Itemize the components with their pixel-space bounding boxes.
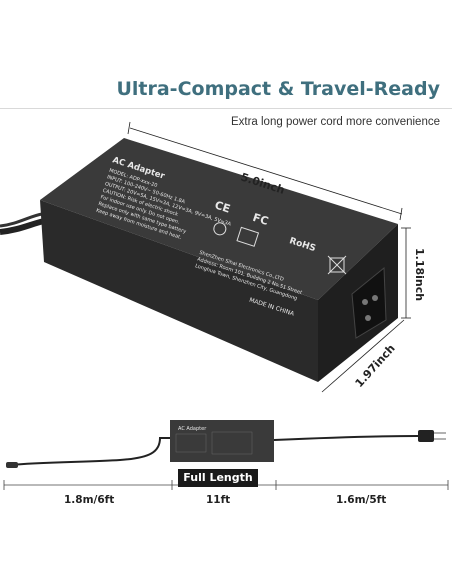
total-length: 11ft	[206, 494, 231, 506]
ac-plug-icon	[418, 430, 434, 442]
width-dimension: 1.97inch	[353, 342, 398, 390]
ac-cable	[273, 435, 419, 441]
small-adapter-label: AC Adapter	[178, 426, 207, 432]
cert-icon	[213, 222, 227, 236]
ce-mark: CE	[213, 198, 232, 215]
height-dimension: 1.18inch	[413, 248, 426, 301]
usb-c-plug-icon	[6, 462, 18, 468]
right-length: 1.6m/5ft	[336, 494, 387, 506]
left-length: 1.8m/6ft	[64, 494, 115, 506]
adapter-top-face	[40, 138, 398, 300]
width-dim-line	[321, 319, 405, 393]
cert-badge-icon	[236, 226, 260, 247]
weee-bin-icon	[327, 255, 347, 275]
small-adapter	[170, 420, 274, 462]
headline: Ultra-Compact & Travel-Ready	[116, 78, 440, 100]
ac-inlet-socket	[351, 266, 387, 339]
full-length-badge: Full Length	[178, 469, 258, 487]
adapter-front-face	[40, 200, 318, 382]
fc-mark: FC	[251, 211, 270, 228]
subheadline: Extra long power cord more convenience	[230, 116, 440, 128]
dc-cable	[9, 437, 172, 466]
divider	[0, 108, 452, 109]
length-dim-line	[129, 127, 403, 215]
